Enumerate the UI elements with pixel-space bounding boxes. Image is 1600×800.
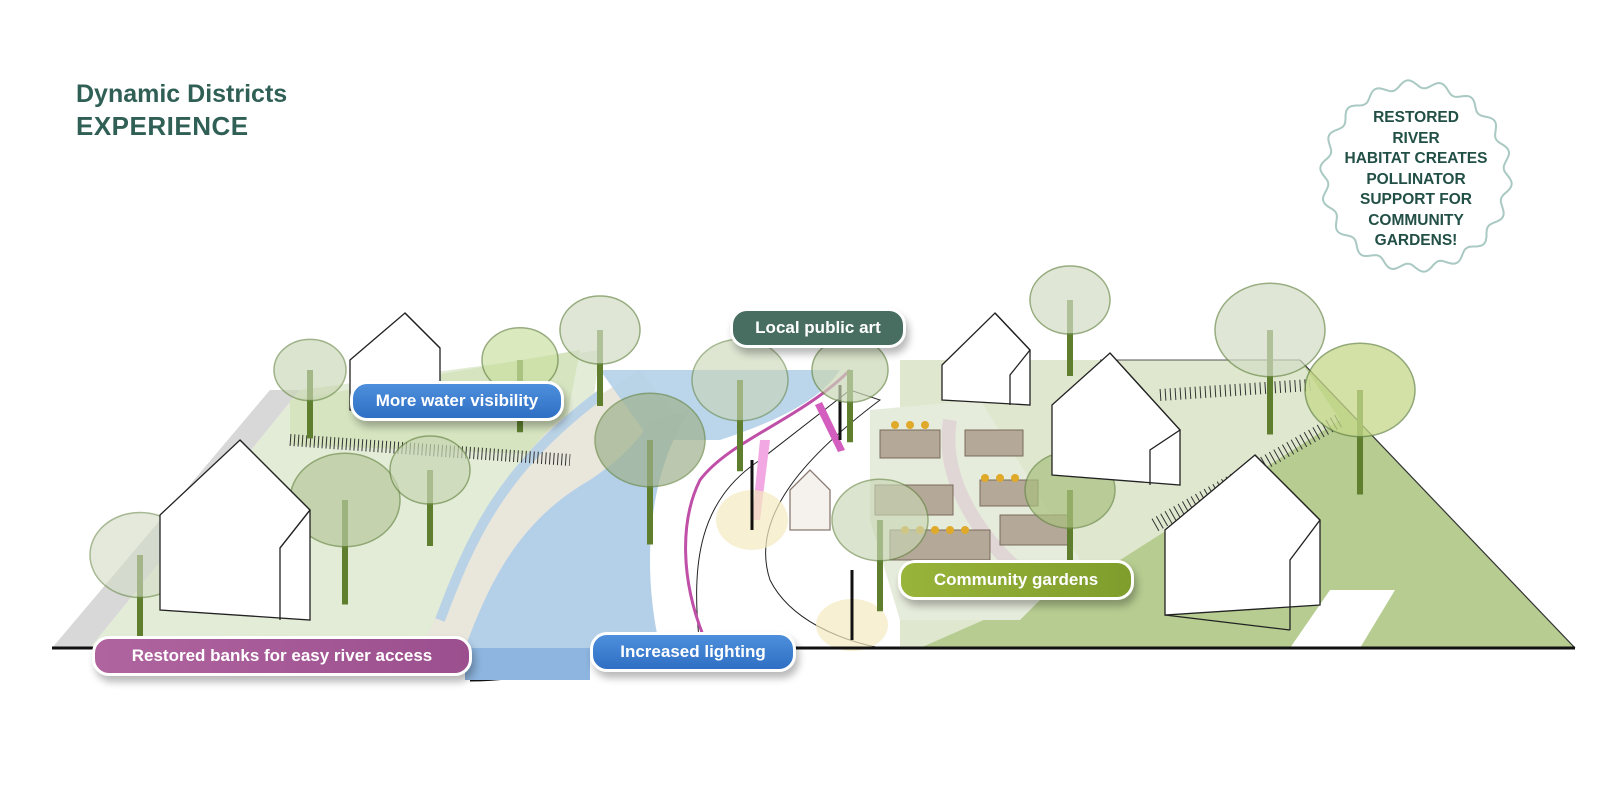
tree-canopy [691, 338, 789, 422]
tree [594, 392, 706, 545]
walking-path [696, 389, 882, 649]
tree [559, 295, 641, 406]
house [159, 439, 311, 621]
shed [789, 469, 831, 531]
river-channel [435, 391, 604, 622]
house [1051, 352, 1181, 486]
callout-community-gardens: Community gardens [898, 560, 1134, 600]
scalloped-badge: RESTORED RIVER HABITAT CREATES POLLINATO… [1318, 78, 1514, 274]
garden-bed [879, 429, 941, 459]
tree-canopy [389, 435, 471, 505]
badge-line: COMMUNITY [1368, 211, 1464, 229]
badge-line: HABITAT CREATES [1344, 150, 1488, 167]
badge-line: RESTORED [1373, 109, 1459, 126]
title-line-1: Dynamic Districts [76, 80, 288, 108]
tree-canopy [1304, 342, 1416, 438]
driveway [1290, 590, 1395, 648]
street-lights [716, 385, 888, 651]
tree [1029, 265, 1111, 376]
river-section [465, 648, 590, 680]
tree-canopy [559, 295, 641, 365]
pink-path-edge [684, 368, 852, 641]
tree [811, 336, 889, 443]
badge-line: SUPPORT FOR [1360, 191, 1472, 208]
badge-line: GARDENS! [1374, 232, 1458, 249]
trees [89, 265, 1416, 650]
callout-public-art: Local public art [730, 308, 906, 348]
page-title: Dynamic Districts EXPERIENCE [76, 78, 287, 142]
callout-water-visibility: More water visibility [350, 381, 564, 421]
tree [389, 435, 471, 546]
callout-restored-banks: Restored banks for easy river access [92, 636, 472, 676]
tree-canopy [273, 338, 347, 402]
house [1164, 454, 1321, 631]
tree-canopy [594, 392, 706, 488]
tree [273, 338, 347, 439]
tree [1214, 282, 1326, 435]
tree-canopy [1029, 265, 1111, 335]
tree-canopy [831, 478, 929, 562]
scalloped-border-icon [1319, 79, 1513, 273]
badge-text: RESTORED RIVER HABITAT CREATES POLLINATO… [1318, 108, 1514, 252]
house [941, 312, 1031, 406]
public-art-bridge-2 [815, 402, 845, 452]
tree [1304, 342, 1416, 495]
badge-line: POLLINATOR [1366, 170, 1466, 188]
garden-bed [964, 429, 1024, 457]
badge-line: RIVER [1392, 129, 1440, 147]
tree-canopy [1214, 282, 1326, 378]
tree [831, 478, 929, 612]
houses [159, 312, 1321, 631]
callout-increased-lighting: Increased lighting [590, 632, 796, 672]
title-line-2: EXPERIENCE [76, 111, 249, 141]
